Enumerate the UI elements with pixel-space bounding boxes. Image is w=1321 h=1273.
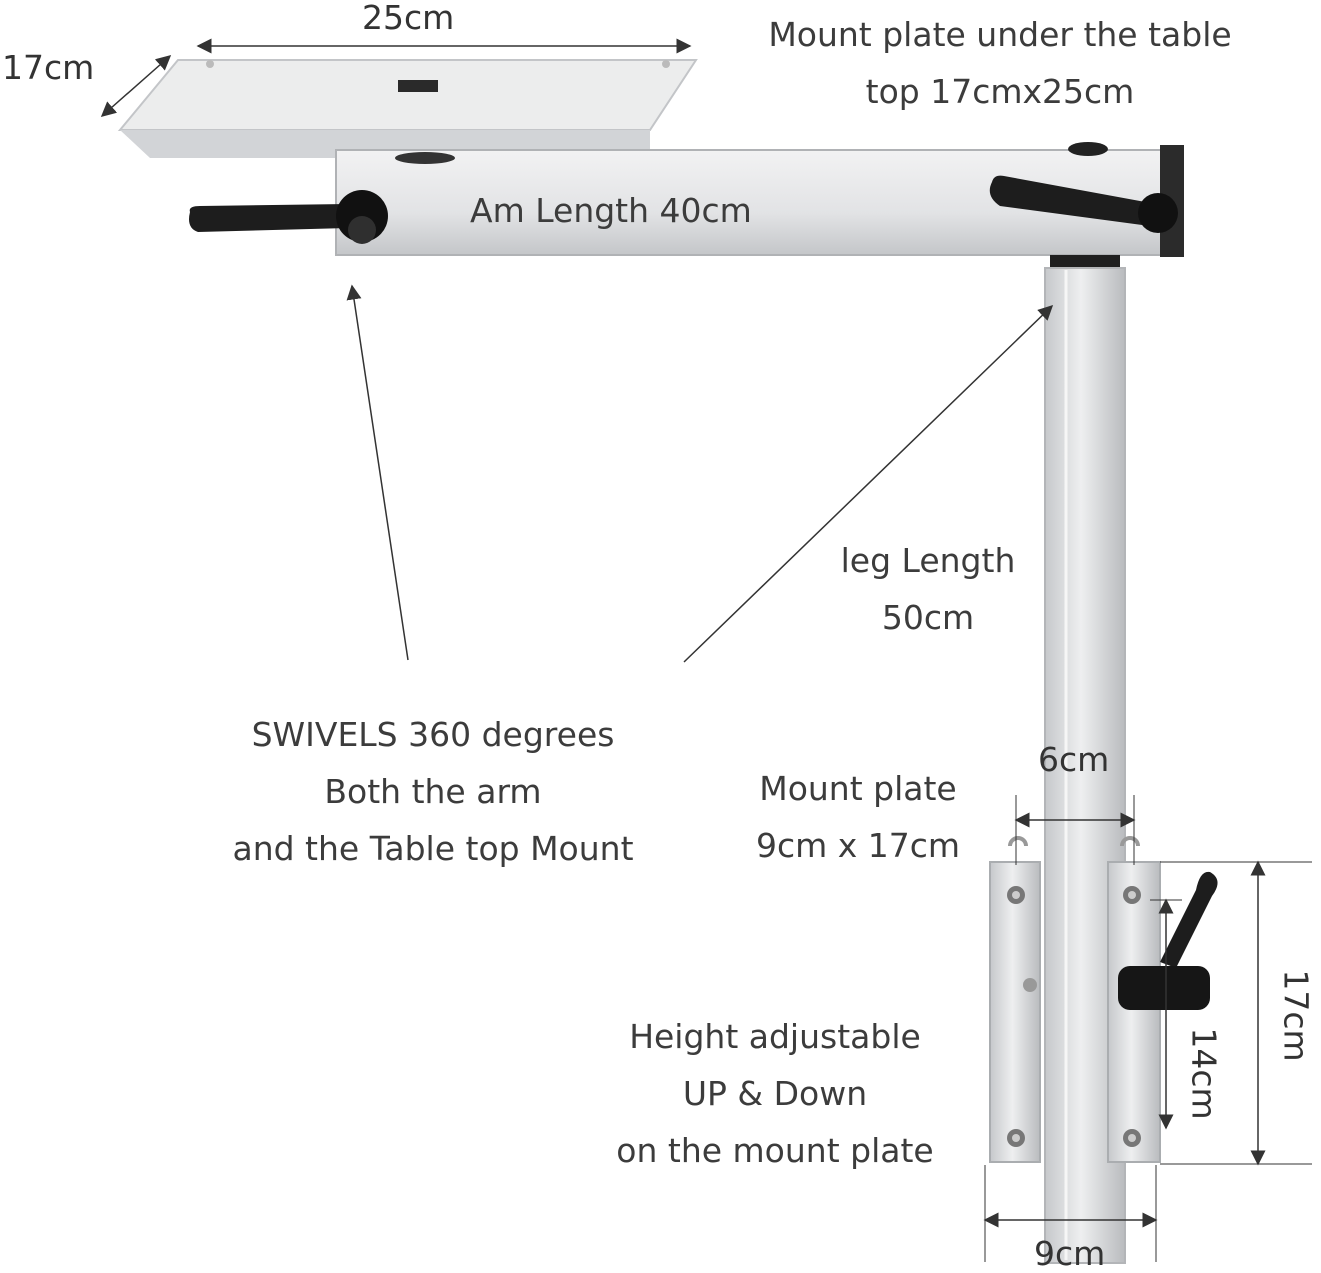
mount-plate-under-table-label: Mount plate under the table top 17cmx25c… (740, 6, 1260, 120)
dim-line-17cm-top (100, 55, 172, 117)
arm-right-handle (989, 175, 1178, 233)
top-plate-width-label: 25cm (362, 0, 455, 37)
height-adjustable-label: Height adjustable UP & Down on the mount… (586, 1008, 964, 1179)
arm-left-handle (189, 190, 388, 244)
height-adjustable-line-2: UP & Down (682, 1074, 868, 1113)
leg-length-label: leg Length 50cm (810, 532, 1046, 646)
swivels-line-1: SWIVELS 360 degrees (251, 715, 615, 754)
height-adjustable-line-1: Height adjustable (629, 1017, 921, 1056)
top-plate-depth-label: 17cm (2, 48, 95, 87)
top-mount-plate (117, 59, 698, 158)
leg-length-line-1: leg Length (840, 541, 1016, 580)
mount-plate-label: Mount plate 9cm x 17cm (730, 760, 986, 874)
leg-arrow (683, 304, 1054, 663)
height-adjustable-line-3: on the mount plate (616, 1131, 934, 1170)
tube-width-label: 6cm (1038, 740, 1110, 779)
swivels-line-2: Both the arm (324, 772, 542, 811)
mount-plate-under-table-line-1: Mount plate under the table (768, 15, 1232, 54)
mount-plate-line-2: 9cm x 17cm (755, 826, 961, 865)
swivels-line-3: and the Table top Mount (232, 829, 634, 868)
mount-plate-under-table-line-2: top 17cmx25cm (865, 72, 1135, 111)
swivels-label: SWIVELS 360 degrees Both the arm and the… (170, 706, 696, 877)
leg-length-line-2: 50cm (881, 598, 975, 637)
plate-width-label: 9cm (1034, 1234, 1106, 1273)
slot-length-label: 14cm (1184, 1027, 1224, 1120)
plate-height-label: 17cm (1276, 969, 1316, 1062)
arm-length-label: Am Length 40cm (470, 191, 752, 230)
swivel-arrow (346, 284, 409, 661)
mount-plate-line-1: Mount plate (759, 769, 957, 808)
bottom-mount-plate (989, 836, 1161, 1163)
